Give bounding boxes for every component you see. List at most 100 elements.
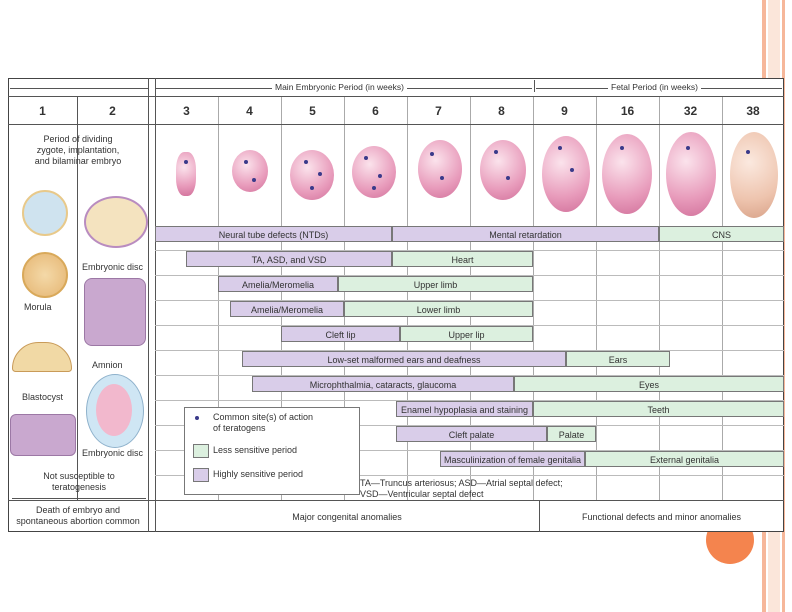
week-label: 16 [620, 104, 635, 118]
week-label: 1 [39, 104, 46, 118]
site-dot [304, 160, 308, 164]
dividing-line-3: and bilaminar embryo [34, 156, 122, 166]
week-label: 38 [746, 104, 760, 118]
week-label: 8 [498, 104, 505, 118]
site-dot [252, 178, 256, 182]
footer-top-line [8, 500, 784, 501]
embryo-in-amnion [96, 384, 132, 436]
footer-major-anomalies: Major congenital anomalies [292, 512, 402, 522]
embryo-week-3 [176, 152, 196, 196]
site-dot [372, 186, 376, 190]
morula-illustration [22, 252, 68, 298]
grid-row [155, 300, 784, 301]
site-dot [184, 160, 188, 164]
bar-teeth-less: Teeth [533, 401, 784, 417]
dividing-period-label: Period of dividing zygote, implantation,… [12, 134, 144, 167]
bilaminar-disc-illustration-2 [84, 278, 146, 346]
bar-upper-limb-less: Upper limb [338, 276, 533, 292]
bar-upper-limb-sensitive: Amelia/Meromelia [218, 276, 338, 292]
site-dot [378, 174, 382, 178]
bar-cns: CNS [659, 226, 784, 242]
week-label: 4 [246, 104, 253, 118]
bar-genitalia-less: External genitalia [585, 451, 784, 467]
legend-dot-line-2: of teratogens [213, 423, 266, 433]
legend-high-swatch [193, 468, 209, 482]
bar-palate: Palate [547, 426, 596, 442]
week-label: 32 [683, 104, 698, 118]
site-dot [746, 150, 750, 154]
site-dot [494, 150, 498, 154]
embryo-week-7 [418, 140, 462, 198]
grid-row [155, 450, 784, 451]
legend-high-label: Highly sensitive period [213, 469, 304, 479]
bilaminar-disc-illustration-1 [84, 196, 148, 248]
footer-divider [539, 500, 540, 532]
week-label: 9 [561, 104, 568, 118]
bar-eyes-less: Eyes [514, 376, 784, 392]
bar-eyes-sensitive: Microphthalmia, cataracts, glaucoma [252, 376, 514, 392]
bar-cleft-lip: Cleft lip [281, 326, 400, 342]
death-label: Death of embryo and spontaneous abortion… [10, 505, 146, 527]
site-dot [570, 168, 574, 172]
grid-row [155, 325, 784, 326]
fetus-week-9 [542, 136, 590, 212]
embryo-week-4 [232, 150, 268, 192]
week-label: 5 [309, 104, 316, 118]
dividing-line-2: zygote, implantation, [36, 145, 120, 155]
header-row-line [8, 96, 784, 97]
legend-dot-label: Common site(s) of action of teratogens [213, 412, 313, 434]
grid-row [155, 250, 784, 251]
site-dot [686, 146, 690, 150]
bar-neural-tube-defects: Neural tube defects (NTDs) [155, 226, 392, 242]
bar-cleft-palate: Cleft palate [396, 426, 547, 442]
col-divider [148, 78, 149, 532]
morula-label: Morula [24, 302, 52, 312]
grid-row [155, 275, 784, 276]
fetus-week-38 [730, 132, 778, 218]
amnion-label: Amnion [92, 360, 123, 370]
col-divider [344, 96, 345, 500]
week-row-line [8, 124, 784, 125]
col-divider [155, 78, 156, 532]
legend-dot-icon [195, 416, 199, 420]
site-dot [364, 156, 368, 160]
col-divider [77, 96, 78, 500]
grid-row [155, 350, 784, 351]
implantation-illustration [10, 414, 76, 456]
not-susceptible-line-1: Not susceptible to [43, 471, 115, 481]
grid-row [155, 400, 784, 401]
embryo-week-8 [480, 140, 526, 200]
not-susceptible-arrow [12, 498, 146, 499]
legend-dot-line-1: Common site(s) of action [213, 412, 314, 422]
col-divider [281, 96, 282, 500]
embryo-week-6 [352, 146, 396, 198]
col-divider [218, 96, 219, 500]
bar-heart-sensitive: TA, ASD, and VSD [186, 251, 392, 267]
fetus-week-32 [666, 132, 716, 216]
grid-row [155, 375, 784, 376]
abbreviations: TA—Truncus arteriosus; ASD—Atrial septal… [360, 478, 563, 500]
bar-mental-retardation: Mental retardation [392, 226, 659, 242]
col-divider [659, 96, 660, 500]
bar-genitalia-sensitive: Masculinization of female genitalia [440, 451, 585, 467]
legend-box: Common site(s) of action of teratogens L… [184, 407, 360, 495]
grid-row [155, 425, 784, 426]
bar-heart-less: Heart [392, 251, 533, 267]
col-divider [407, 96, 408, 500]
not-susceptible-line-2: teratogenesis [51, 482, 107, 492]
col-divider [596, 96, 597, 500]
site-dot [430, 152, 434, 156]
legend-less-label: Less sensitive period [213, 445, 298, 455]
site-dot [440, 176, 444, 180]
grid-row [155, 475, 784, 476]
not-susceptible-label: Not susceptible to teratogenesis [20, 471, 138, 493]
death-line-2: spontaneous abortion common [16, 516, 140, 526]
bar-upper-lip: Upper lip [400, 326, 533, 342]
week-label: 7 [435, 104, 442, 118]
fetal-period-header: Fetal Period (in weeks) [608, 82, 701, 92]
abbrev-line-2: VSD—Ventricular septal defect [360, 489, 484, 499]
header-tick [534, 80, 535, 92]
site-dot [244, 160, 248, 164]
site-dot [310, 186, 314, 190]
embryo-week-5 [290, 150, 334, 200]
